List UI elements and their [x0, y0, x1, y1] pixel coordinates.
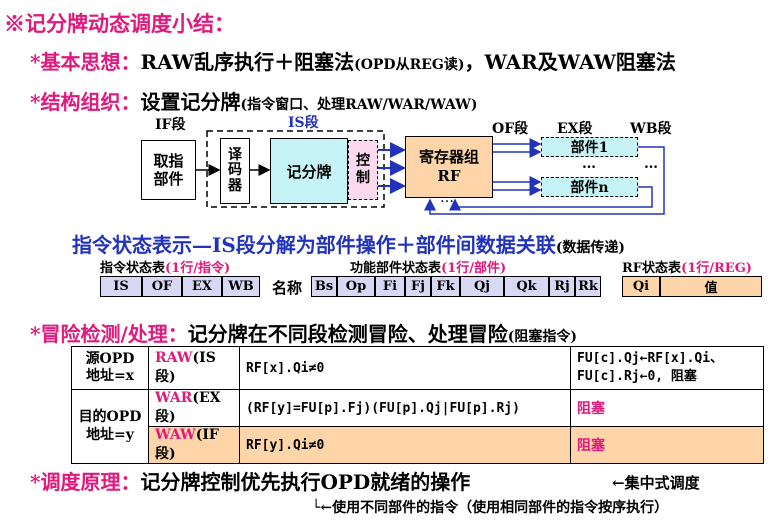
func-col-qk: Qk	[504, 276, 549, 297]
func-col-rj: Rj	[549, 276, 575, 297]
inst-col-of: OF	[142, 276, 182, 297]
functional-unit-1: 部件1	[541, 137, 638, 157]
func-name-label: 名称	[272, 279, 303, 297]
fetch-unit: 取指 部件	[141, 140, 196, 200]
status-line: 指令状态表示—IS段分解为部件操作＋部件间数据关联(数据传递)	[72, 229, 625, 258]
func-col-bs: Bs	[311, 276, 337, 297]
ex-stage-label: EX段	[557, 121, 593, 137]
func-col-fi: Fi	[375, 276, 405, 297]
status-text: 指令状态表示—IS段分解为部件操作＋部件间数据关联	[72, 233, 556, 257]
hazard-text: 记分牌在不同段检测冒险、处理冒险	[187, 322, 508, 346]
schedule-bullet: *调度原理：	[30, 470, 141, 494]
inst-col-is: IS	[100, 276, 142, 297]
hazard-line: *冒险检测/处理：记分牌在不同段检测冒险、处理冒险(阻塞指令)	[30, 318, 577, 347]
hazard-type-war: WAR(EX段)	[148, 389, 240, 427]
func-table-title: 功能部件状态表(1行/部件)	[350, 261, 507, 276]
basic-idea-text: RAW乱序执行＋阻塞法	[140, 50, 355, 74]
inst-col-ex: EX	[182, 276, 222, 297]
func-col-fk: Fk	[431, 276, 460, 297]
hazard-cond-raw: RF[x].Qi≠0	[239, 346, 571, 390]
inst-table-title: 指令状态表(1行/指令)	[100, 261, 231, 276]
func-col-rk: Rk	[575, 276, 601, 297]
inst-col-wb: WB	[222, 276, 260, 297]
hazard-row-raw: 源OPD 地址=x RAW(IS段) RF[x].Qi≠0 FU[c].Qj←R…	[71, 346, 764, 390]
register-file: 寄存器组 RF	[405, 136, 493, 198]
hazard-cond-war: (RF[y]=FU[p].Fj)(FU[p].Qj|FU[p].Rj)	[239, 389, 571, 427]
structure-text: 设置记分牌	[140, 90, 241, 114]
structure-bullet: *结构组织：	[30, 90, 141, 114]
schedule-line: *调度原理：记分牌控制优先执行OPD就绪的操作	[30, 466, 470, 495]
functional-unit-n: 部件n	[541, 177, 638, 197]
basic-idea-line: *基本思想：RAW乱序执行＋阻塞法(OPD从REG读)，WAR及WAW阻塞法	[30, 46, 676, 75]
scoreboard: 记分牌	[270, 138, 348, 204]
basic-idea-bullet: *基本思想：	[30, 50, 141, 74]
hazard-row-war: 目的OPD 地址=y WAR(EX段) (RF[y]=FU[p].Fj)(FU[…	[71, 389, 764, 464]
hazard-action-waw: 阻塞	[570, 426, 764, 464]
func-col-qj: Qj	[460, 276, 504, 297]
func-col-fj: Fj	[405, 276, 431, 297]
hazard-note: (阻塞指令)	[507, 329, 578, 345]
hazard-type-raw: RAW(IS段)	[148, 346, 240, 390]
rf-col-value: 值	[660, 276, 762, 297]
hazard-action-raw: FU[c].Qj←RF[x].Qi、FU[c].Rj←0, 阻塞	[570, 346, 764, 390]
footer-note: └←使用不同部件的指令（使用相同部件的指令按序执行）	[312, 500, 669, 516]
hazard-bullet: *冒险检测/处理：	[30, 322, 188, 346]
is-stage-label: IS段	[288, 115, 319, 131]
structure-line: *结构组织：设置记分牌(指令窗口、处理RAW/WAR/WAW)	[30, 86, 478, 115]
basic-idea-note: (OPD从REG读)	[354, 57, 465, 73]
schedule-text: 记分牌控制优先执行OPD就绪的操作	[140, 470, 471, 494]
control-unit: 控 制	[348, 140, 378, 200]
page-title: ※记分牌动态调度小结：	[4, 11, 235, 36]
basic-idea-text2: ，WAR及WAW阻塞法	[464, 50, 676, 74]
wb-stage-label: WB段	[630, 121, 672, 137]
hazard-dst-opd: 目的OPD 地址=y	[71, 389, 149, 464]
hazard-table: 源OPD 地址=x RAW(IS段) RF[x].Qi≠0 FU[c].Qj←R…	[71, 346, 764, 464]
unit-dots: …	[582, 156, 596, 172]
rf-dots: …	[440, 190, 454, 206]
if-stage-label: IF段	[155, 117, 186, 133]
wb-dots: …	[644, 156, 658, 172]
hazard-action-war: 阻塞	[570, 389, 764, 427]
rf-table-title: RF状态表(1行/REG)	[622, 261, 752, 276]
structure-note: (指令窗口、处理RAW/WAR/WAW)	[240, 97, 478, 113]
hazard-cond-waw: RF[y].Qi≠0	[239, 426, 571, 464]
rf-col-qi: Qi	[622, 276, 660, 297]
hazard-type-waw: WAW(IF段)	[148, 426, 240, 464]
of-stage-label: OF段	[492, 121, 529, 137]
decoder: 译 码 器	[220, 138, 250, 204]
hazard-src-opd: 源OPD 地址=x	[71, 346, 149, 390]
func-col-op: Op	[337, 276, 375, 297]
schedule-note: ←集中式调度	[612, 474, 700, 492]
hazard-row-waw: WAW(IF段) RF[y].Qi≠0 阻塞	[72, 426, 764, 464]
status-note: (数据传递)	[555, 240, 626, 256]
